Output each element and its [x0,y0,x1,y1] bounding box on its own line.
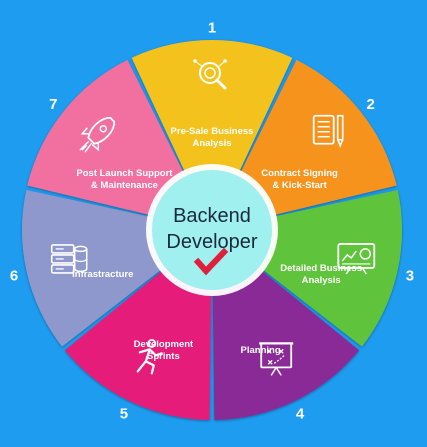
step-number: 1 [208,20,216,37]
segment-label: Contract Signing [261,168,338,179]
strategy-board-icon [259,342,294,376]
step-number-badge: 7 [42,92,65,115]
segment-label: Pre-Sale Business [171,126,254,137]
rocket-icon [79,116,116,153]
step-number-badge: 4 [289,401,312,424]
segment-wedge [257,189,403,347]
step-number: 6 [10,268,18,285]
server-icon [50,244,88,274]
segment-wedge [237,59,397,217]
segment-label: Development [134,339,194,350]
step-number-badge: 5 [112,401,135,424]
step-number: 2 [367,96,375,113]
dashboard-icon [337,243,376,275]
segment-label: Detailed Business [280,263,362,274]
step-number-badge: 1 [201,16,223,38]
document-pen-icon [312,114,344,148]
segment-label: Analysis [192,138,231,149]
step-number: 5 [120,405,128,422]
segment-4: Planning 4 [212,266,360,424]
step-number-badge: 3 [398,264,421,287]
magnifier-icon [193,59,227,90]
center-title-line1: Backend [173,205,251,227]
segment-label: Sprints [147,351,180,362]
center-hub-fill [152,170,272,290]
segment-label: Post Launch Support [76,168,173,179]
segment-label: Planning [241,345,281,356]
segment-2: Contract Signing& Kick-Start 2 [237,59,397,217]
segment-label: & Maintenance [91,180,158,191]
step-number: 3 [406,268,414,285]
segment-label: Analysis [302,275,341,286]
segment-wedge [131,40,293,178]
segment-label: Infrastracture [72,269,133,280]
center-hub: Backend Developer [146,164,278,296]
checkmark-icon [193,247,229,276]
runner-icon [136,338,163,375]
step-number: 7 [49,96,57,113]
segment-6: Infrastracture 6 [3,189,167,347]
segment-wedge [21,189,167,347]
segment-wedge [64,266,212,420]
step-number: 4 [296,405,305,422]
center-title-line2: Developer [166,231,258,253]
step-number-badge: 2 [359,92,382,115]
segment-7: Post Launch Support& Maintenance 7 [27,59,187,217]
step-number-badge: 6 [3,264,26,287]
segment-label: & Kick-Start [272,180,327,191]
